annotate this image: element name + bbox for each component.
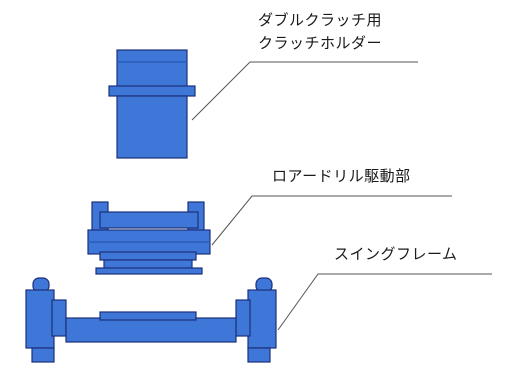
leader-line-drive bbox=[211, 195, 452, 246]
leader-line-frame bbox=[277, 273, 492, 331]
label-swing-frame: スイングフレーム bbox=[334, 245, 458, 263]
label-lower-drill-drive: ロアードリル駆動部 bbox=[272, 167, 411, 185]
leader-line-holder bbox=[191, 61, 418, 121]
clutch-holder-part bbox=[108, 49, 196, 159]
swing-frame-part bbox=[25, 277, 277, 363]
label-clutch-holder-line1: ダブルクラッチ用 bbox=[258, 11, 383, 29]
lower-drill-drive-part bbox=[87, 201, 211, 275]
leader-lines bbox=[191, 61, 492, 331]
label-clutch-holder-line2: クラッチホルダー bbox=[258, 34, 383, 52]
